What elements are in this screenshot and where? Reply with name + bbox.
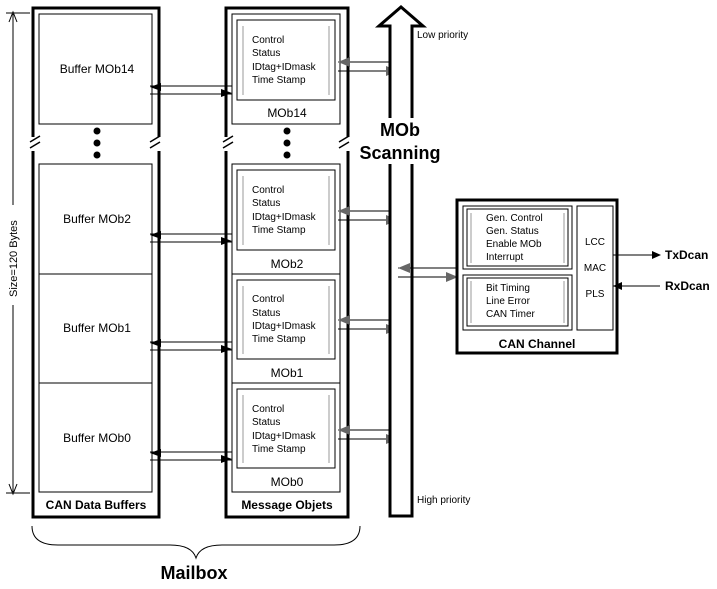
mob-box-14: Control Status IDtag+IDmask Time Stamp M… (231, 13, 341, 125)
interrupt-label: Interrupt (486, 252, 523, 263)
mob14-field-control: Control (252, 35, 284, 46)
mob1-label: MOb1 (271, 366, 304, 380)
mob-box-2: Control Status IDtag+IDmask Time Stamp M… (231, 163, 341, 275)
can-channel-title: CAN Channel (499, 337, 576, 351)
size-label: Size=120 Bytes (8, 220, 20, 297)
ellipsis-dot (93, 139, 101, 147)
enable-mob-label: Enable MOb (486, 239, 542, 250)
link-mob0 (150, 449, 232, 463)
ellipsis-dot (283, 139, 291, 147)
mob2-label: MOb2 (271, 257, 304, 271)
mob1-field-control: Control (252, 294, 284, 305)
buffer-label-mob2: Buffer MOb2 (63, 212, 131, 226)
buffer-label-mob1: Buffer MOb1 (63, 321, 131, 335)
tx-line: TxDcan (613, 248, 708, 262)
mob2-field-idtag: IDtag+IDmask (252, 212, 317, 223)
bus-channel-link (398, 263, 458, 282)
mailbox-brace: Mailbox (31, 525, 361, 583)
mob0-field-timestamp: Time Stamp (252, 444, 306, 455)
mob0-field-idtag: IDtag+IDmask (252, 431, 317, 442)
ellipsis-dot (93, 127, 101, 135)
ellipsis-dot (283, 127, 291, 135)
mob1-field-idtag: IDtag+IDmask (252, 321, 317, 332)
rxdcan-label: RxDcan (665, 279, 710, 293)
buffer-label-mob14: Buffer MOb14 (60, 62, 135, 76)
link-mob2 (150, 231, 232, 245)
mob2-field-status: Status (252, 198, 280, 209)
mob1-field-status: Status (252, 308, 280, 319)
message-objects-title: Message Objets (241, 498, 333, 512)
mob14-field-status: Status (252, 48, 280, 59)
mob0-label: MOb0 (271, 475, 304, 489)
scanning-title-line1: MOb (380, 120, 420, 140)
pls-label: PLS (586, 289, 605, 300)
mob14-label: MOb14 (267, 106, 307, 120)
buffer-mob-links (150, 83, 232, 463)
link-mob14 (150, 83, 232, 97)
mob14-field-idtag: IDtag+IDmask (252, 62, 317, 73)
mac-label: MAC (584, 263, 606, 274)
can-channel: Gen. Control Gen. Status Enable MOb Inte… (455, 198, 619, 355)
size-dimension: Size=120 Bytes (4, 10, 30, 496)
scanning-title-line2: Scanning (359, 143, 440, 163)
mob0-field-control: Control (252, 404, 284, 415)
buffer-label-mob0: Buffer MOb0 (63, 431, 131, 445)
message-objects: Control Status IDtag+IDmask Time Stamp M… (221, 6, 353, 519)
lcc-label: LCC (585, 237, 605, 248)
mob14-field-timestamp: Time Stamp (252, 75, 306, 86)
gen-control-label: Gen. Control (486, 213, 543, 224)
can-timer-label: CAN Timer (486, 309, 536, 320)
mob-box-0: Control Status IDtag+IDmask Time Stamp M… (231, 382, 341, 493)
can-data-buffers: Buffer MOb14 Buffer MOb2 Buffer MOb1 Buf… (28, 6, 164, 519)
mob1-field-timestamp: Time Stamp (252, 334, 306, 345)
scanning-arrow (374, 5, 428, 518)
mob2-field-control: Control (252, 185, 284, 196)
bit-timing-label: Bit Timing (486, 283, 530, 294)
mob-box-1: Control Status IDtag+IDmask Time Stamp M… (231, 273, 341, 384)
mob2-field-timestamp: Time Stamp (252, 225, 306, 236)
link-mob1 (150, 339, 232, 353)
mob-scanning-bus: MOb Scanning Low priority High priority (359, 5, 470, 518)
rx-line: RxDcan (613, 279, 710, 293)
txdcan-label: TxDcan (665, 248, 708, 262)
high-priority-label: High priority (417, 495, 470, 506)
mob0-field-status: Status (252, 417, 280, 428)
line-error-label: Line Error (486, 296, 531, 307)
ellipsis-dot (283, 151, 291, 159)
data-buffers-title: CAN Data Buffers (46, 498, 147, 512)
ellipsis-dot (93, 151, 101, 159)
low-priority-label: Low priority (417, 30, 468, 41)
mailbox-label: Mailbox (160, 563, 227, 583)
gen-status-label: Gen. Status (486, 226, 539, 237)
